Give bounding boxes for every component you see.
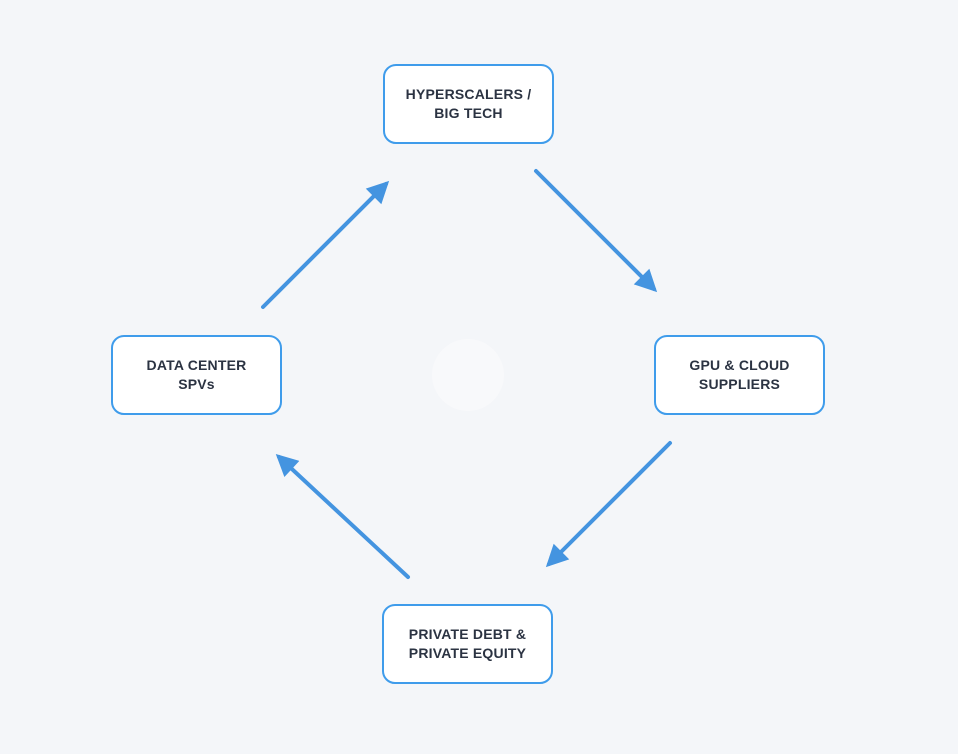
arrow-hyperscalers-to-gpu-cloud-suppliers bbox=[534, 169, 658, 293]
node-gpu-cloud-suppliers: GPU & CLOUD SUPPLIERS bbox=[654, 335, 825, 415]
node-label-line: HYPERSCALERS / bbox=[405, 86, 532, 102]
arrow-gpu-cloud-suppliers-to-private-debt-equity bbox=[545, 441, 672, 568]
watermark-circle bbox=[432, 339, 504, 411]
node-label-line: DATA CENTER bbox=[146, 357, 247, 373]
arrow-private-debt-equity-to-data-center-spvs bbox=[275, 454, 410, 579]
node-private-debt-equity: PRIVATE DEBT & PRIVATE EQUITY bbox=[382, 604, 553, 684]
node-label-line: SUPPLIERS bbox=[698, 376, 781, 392]
node-hyperscalers-big-tech: HYPERSCALERS / BIG TECH bbox=[383, 64, 554, 144]
node-label-line: SPVs bbox=[178, 376, 215, 392]
node-data-center-spvs: DATA CENTER SPVs bbox=[111, 335, 282, 415]
node-label-line: PRIVATE EQUITY bbox=[408, 645, 527, 661]
node-label-line: GPU & CLOUD bbox=[689, 357, 790, 373]
node-label-line: PRIVATE DEBT & bbox=[408, 626, 527, 642]
arrow-data-center-spvs-to-hyperscalers bbox=[261, 180, 390, 309]
node-label-line: BIG TECH bbox=[434, 105, 503, 121]
